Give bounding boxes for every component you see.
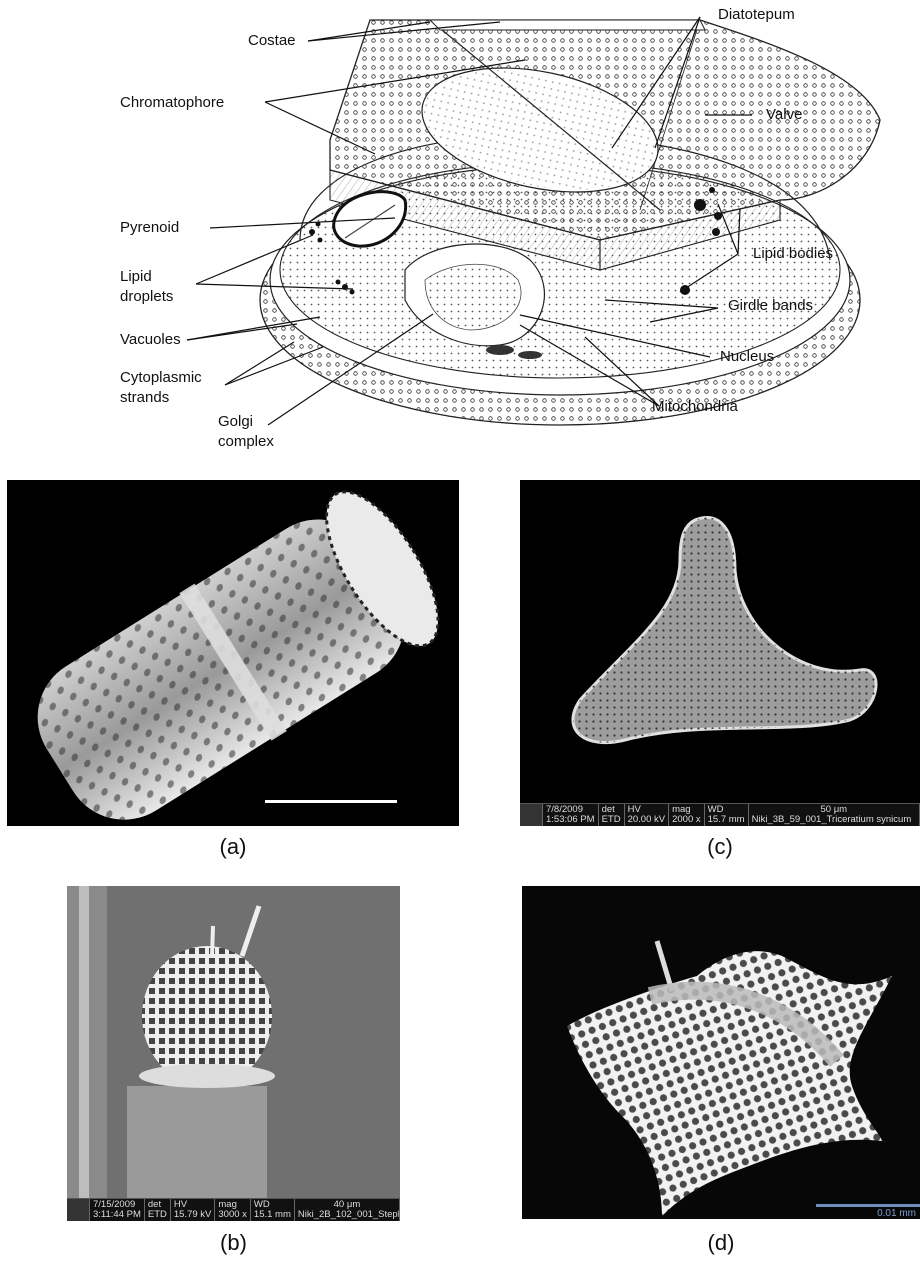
label-nucleus: Nucleus bbox=[720, 348, 774, 366]
sem-time: 1:53:06 PM bbox=[546, 815, 595, 825]
sem-mag: 3000 x bbox=[218, 1210, 247, 1220]
label-mitochondria: Mitochondria bbox=[652, 398, 738, 416]
scale-bar-a bbox=[265, 800, 397, 803]
label-golgi-line1: Golgi bbox=[218, 413, 253, 431]
caption-b: (b) bbox=[67, 1230, 400, 1256]
sem-mag: 2000 x bbox=[672, 815, 701, 825]
label-girdle-bands: Girdle bands bbox=[728, 297, 813, 315]
label-golgi-line2: complex bbox=[218, 433, 274, 451]
sem-det: ETD bbox=[602, 815, 621, 825]
label-lipid-droplets-line2: droplets bbox=[120, 288, 173, 306]
label-vacuoles: Vacuoles bbox=[120, 331, 181, 349]
caption-d: (d) bbox=[522, 1230, 920, 1256]
sem-filename: Niki_2B_102_001_Stephanopyxis antiqu bbox=[298, 1210, 396, 1220]
triangular-diatom-image bbox=[520, 480, 920, 804]
dome-diatom-image bbox=[67, 886, 400, 1199]
sem-logo-icon bbox=[520, 804, 543, 826]
caption-a: (a) bbox=[7, 834, 459, 860]
cylindrical-diatom-image bbox=[7, 480, 459, 826]
square-diatom-image bbox=[522, 886, 920, 1219]
label-chromatophore: Chromatophore bbox=[120, 94, 224, 112]
sem-logo-icon bbox=[67, 1199, 90, 1221]
label-costae: Costae bbox=[248, 32, 296, 50]
sem-det: ETD bbox=[148, 1210, 167, 1220]
sem-panel-d: 0.01 mm bbox=[522, 886, 920, 1219]
sem-panel-a bbox=[7, 480, 459, 826]
diatom-cell-diagram: Costae Diatotepum Valve Chromatophore Py… bbox=[0, 0, 920, 460]
caption-c: (c) bbox=[520, 834, 920, 860]
label-cytoplasmic-line2: strands bbox=[120, 389, 169, 407]
sem-filename: Niki_3B_59_001_Triceratium synicum bbox=[752, 815, 916, 825]
label-cytoplasmic-line1: Cytoplasmic bbox=[120, 369, 202, 387]
scale-bar-d bbox=[816, 1204, 920, 1207]
sem-hv: 15.79 kV bbox=[174, 1210, 212, 1220]
label-diatotepum: Diatotepum bbox=[718, 6, 795, 24]
scale-label-d: 0.01 mm bbox=[877, 1208, 916, 1219]
label-lipid-bodies: Lipid bodies bbox=[753, 245, 833, 263]
sem-wd: 15.1 mm bbox=[254, 1210, 291, 1220]
label-pyrenoid: Pyrenoid bbox=[120, 219, 179, 237]
label-valve: Valve bbox=[766, 106, 802, 124]
label-lipid-droplets-line1: Lipid bbox=[120, 268, 152, 286]
sem-time: 3:11:44 PM bbox=[93, 1210, 141, 1220]
sem-hv: 20.00 kV bbox=[628, 815, 666, 825]
sem-wd: 15.7 mm bbox=[708, 815, 745, 825]
